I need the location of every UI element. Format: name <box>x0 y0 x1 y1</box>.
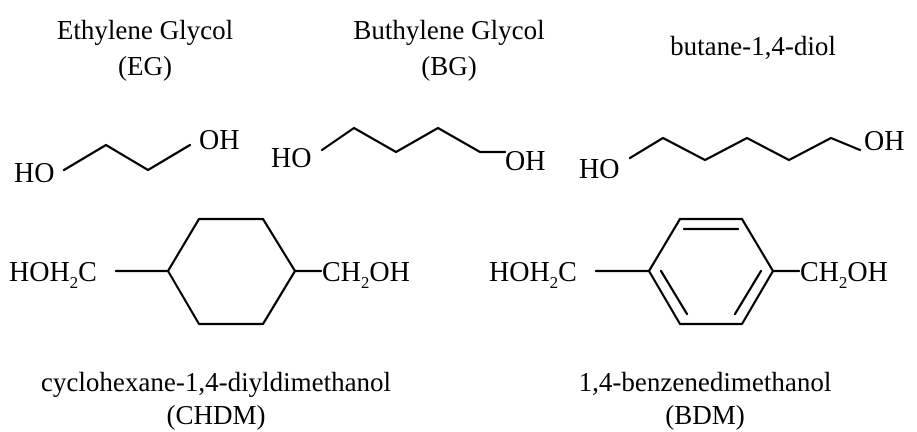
chdm-name: cyclohexane-1,4-diyldimethanol <box>41 367 391 397</box>
bdm-abbr: (BDM) <box>665 400 745 430</box>
eg-name: Ethylene Glycol <box>57 15 233 45</box>
bg-left-hydroxyl: HO <box>271 143 311 174</box>
bdm-right-group: CH2OH <box>800 257 888 292</box>
eg-right-hydroxyl: OH <box>199 125 239 156</box>
molecule-bg: Buthylene Glycol (BG) HO OH <box>271 15 545 177</box>
bdo-right-hydroxyl: OH <box>864 126 904 157</box>
bg-abbr: (BG) <box>421 51 477 81</box>
molecule-bdm: HOH2C CH2OH 1,4-benzenedimethanol (BDM) <box>489 217 888 430</box>
chdm-left-group: HOH2C <box>9 257 97 292</box>
bg-name: Buthylene Glycol <box>353 15 544 45</box>
bdm-double-bond-right <box>733 269 763 316</box>
molecule-eg: Ethylene Glycol (EG) HO OH <box>14 15 239 189</box>
molecule-bdo: butane-1,4-diol HO OH <box>579 31 904 185</box>
chdm-right-group: CH2OH <box>322 257 410 292</box>
eg-left-hydroxyl: HO <box>14 158 54 189</box>
bdm-left-group: HOH2C <box>489 257 577 292</box>
bdm-benzene-ring <box>647 217 775 326</box>
bdm-name: 1,4-benzenedimethanol <box>579 367 832 397</box>
eg-abbr: (EG) <box>118 51 172 81</box>
bg-right-hydroxyl: OH <box>505 146 545 177</box>
molecule-chdm: HOH2C CH2OH cyclohexane-1,4-diyldimethan… <box>9 217 410 430</box>
eg-carbon-chain <box>62 143 192 172</box>
bdo-name: butane-1,4-diol <box>670 31 836 61</box>
bdo-carbon-chain <box>628 136 862 162</box>
bdo-left-hydroxyl: HO <box>579 154 619 185</box>
chdm-cyclohexane-ring <box>166 217 297 326</box>
bg-carbon-chain <box>320 126 507 154</box>
bdm-double-bond-left <box>659 269 689 316</box>
chdm-abbr: (CHDM) <box>167 400 266 430</box>
